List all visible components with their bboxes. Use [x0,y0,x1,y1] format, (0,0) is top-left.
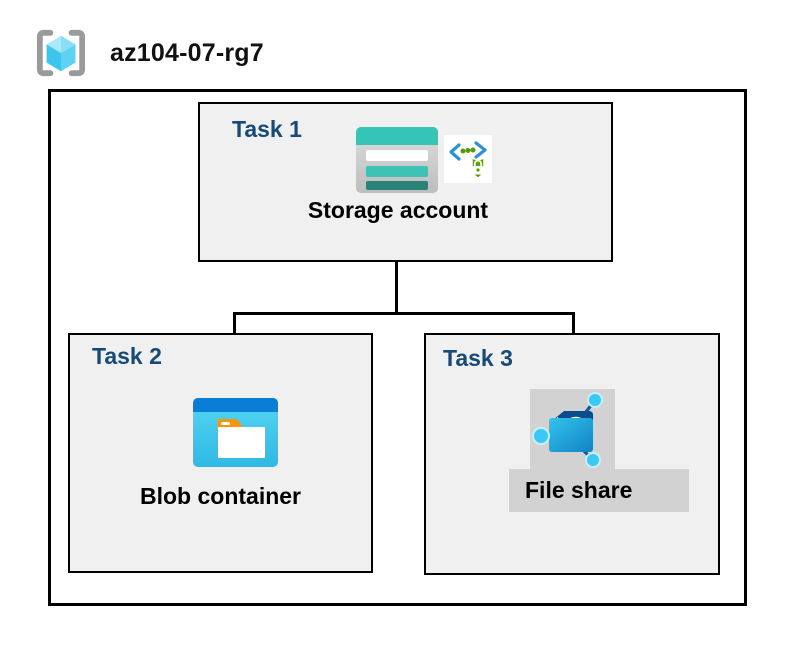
connector-horizontal [233,312,575,315]
blob-container-caption: Blob container [139,483,301,509]
blob-container-icon [193,398,278,467]
resource-group-icon [36,29,86,77]
file-share-label-bar: File share [509,469,689,512]
task1-label: Task 1 [232,116,302,142]
connector-storage-stem [395,261,398,314]
sas-shield-icon [444,135,492,183]
file-share-caption: File share [525,477,633,503]
resource-group-header: az104-07-rg7 [34,28,264,78]
task3-label: Task 3 [443,345,513,371]
storage-account-icon [356,127,438,193]
storage-account-caption: Storage account [307,197,489,223]
task2-label: Task 2 [92,343,162,369]
file-share-icon [532,392,603,468]
page-title: az104-07-rg7 [110,38,264,67]
